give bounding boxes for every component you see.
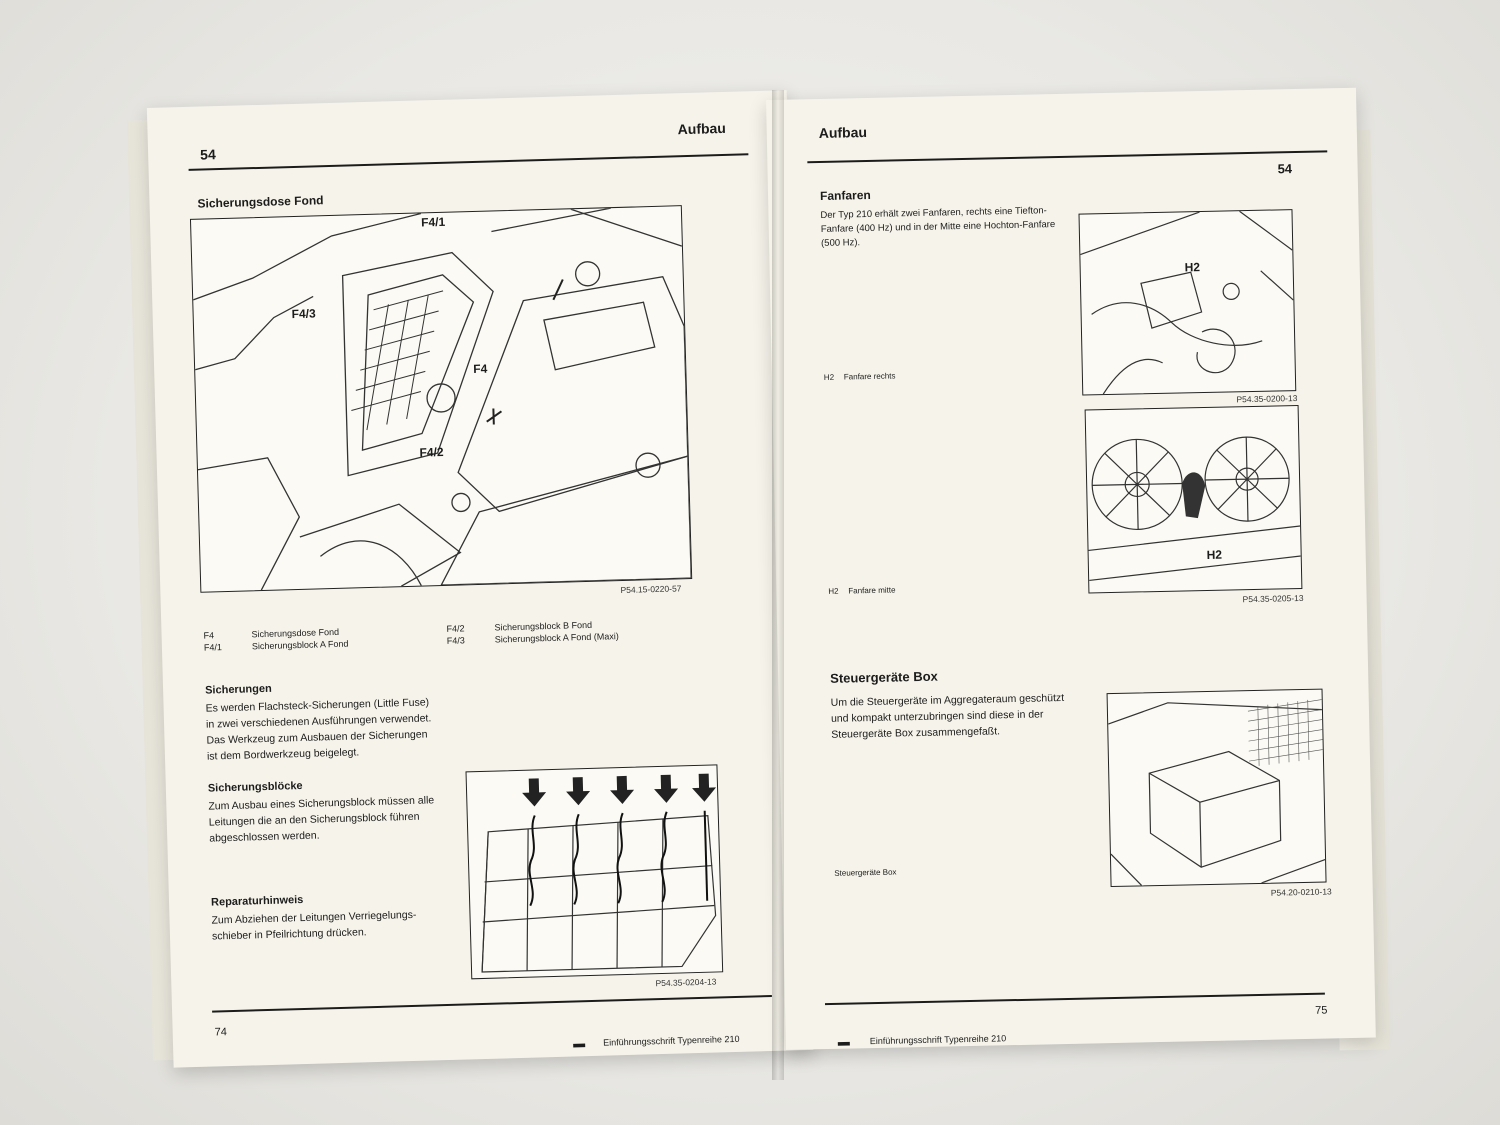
footer-text: Einführungsschrift Typenreihe 210 bbox=[602, 1033, 740, 1048]
legend-code: F4/1 bbox=[203, 642, 223, 653]
repair-heading: Reparaturhinweis bbox=[210, 893, 304, 909]
fuse-blocks-text: Zum Ausbau eines Sicherungsblock müssen … bbox=[208, 794, 435, 845]
footer-rule bbox=[824, 992, 1325, 1005]
fuse-box-figure: F4/1 F4/3 F4 F4/2 bbox=[189, 205, 693, 593]
label-f4: F4 bbox=[473, 361, 488, 377]
legend-text: Sicherungsblock A Fond (Maxi) bbox=[494, 631, 619, 645]
caption-text: Steuergeräte Box bbox=[834, 867, 897, 878]
label-h2: H2 bbox=[1184, 260, 1201, 275]
figure-id: P54.15-0220-57 bbox=[620, 583, 682, 596]
caption-code: H2 bbox=[828, 586, 839, 596]
caption-text: Fanfare mitte bbox=[848, 585, 896, 596]
legend-code: F4/2 bbox=[446, 623, 465, 634]
figure-id: P54.20-0210-13 bbox=[1270, 886, 1332, 898]
ecu-box-heading: Steuergeräte Box bbox=[830, 668, 938, 686]
ecu-box-text: Um die Steuergeräte im Aggregateraum ges… bbox=[830, 691, 1065, 741]
caption-text: Fanfare rechts bbox=[843, 371, 896, 382]
car-icon: ▬ bbox=[572, 1036, 586, 1051]
page-number: 74 bbox=[214, 1026, 228, 1039]
figure-title: Sicherungsdose Fond bbox=[197, 193, 324, 211]
fuse-blocks-heading: Sicherungsblöcke bbox=[207, 779, 303, 795]
fuse-box-drawing bbox=[192, 207, 692, 591]
footer-text: Einführungsschrift Typenreihe 210 bbox=[869, 1033, 1007, 1047]
horn-right-figure: H2 bbox=[1078, 209, 1297, 396]
horn-center-drawing bbox=[1088, 436, 1301, 582]
legend-text: Sicherungsblock A Fond bbox=[251, 638, 349, 652]
horns-heading: Fanfaren bbox=[819, 187, 871, 203]
fuse-block-drawing bbox=[481, 773, 717, 973]
section-title: Aufbau bbox=[677, 119, 727, 138]
horn-right-drawing bbox=[1080, 210, 1294, 395]
fuses-heading: Sicherungen bbox=[204, 682, 272, 697]
ecu-box-figure bbox=[1106, 688, 1327, 888]
right-page: Aufbau 54 Fanfaren Der Typ 210 erhält zw… bbox=[766, 87, 1376, 1050]
legend-code: F4 bbox=[203, 630, 215, 641]
chapter-number: 54 bbox=[199, 146, 216, 163]
header-rule bbox=[807, 150, 1328, 164]
book-gutter bbox=[772, 90, 784, 1080]
fuses-text: Es werden Flachsteck-Sicherungen (Little… bbox=[205, 696, 432, 763]
open-manual: 54 Aufbau Sicherungsdose Fond bbox=[100, 60, 1400, 1080]
caption-code: H2 bbox=[823, 372, 835, 382]
page-number: 75 bbox=[1315, 1004, 1328, 1017]
figure-id: P54.35-0200-13 bbox=[1236, 393, 1298, 405]
footer-rule bbox=[212, 994, 772, 1013]
section-title: Aufbau bbox=[818, 123, 868, 142]
ecu-box-drawing bbox=[1107, 699, 1326, 886]
figure-id: P54.35-0205-13 bbox=[1242, 592, 1304, 605]
legend-text: Sicherungsdose Fond bbox=[251, 626, 340, 640]
fuse-block-figure bbox=[465, 764, 724, 980]
header-rule bbox=[188, 153, 749, 171]
repair-text: Zum Abziehen der Leitungen Verriegelungs… bbox=[211, 908, 417, 943]
horn-center-figure: H2 bbox=[1084, 405, 1303, 594]
label-f4-1: F4/1 bbox=[420, 214, 446, 230]
label-h2: H2 bbox=[1206, 547, 1223, 562]
label-f4-2: F4/2 bbox=[419, 444, 444, 460]
left-page: 54 Aufbau Sicherungsdose Fond bbox=[146, 90, 814, 1068]
label-f4-3: F4/3 bbox=[291, 306, 316, 322]
car-icon: ▬ bbox=[837, 1034, 850, 1049]
legend-code: F4/3 bbox=[446, 635, 465, 646]
figure-id: P54.35-0204-13 bbox=[655, 976, 717, 989]
legend-text: Sicherungsblock B Fond bbox=[494, 619, 593, 633]
chapter-number: 54 bbox=[1277, 161, 1293, 177]
horns-text: Der Typ 210 erhält zwei Fanfaren, rechts… bbox=[820, 205, 1056, 249]
